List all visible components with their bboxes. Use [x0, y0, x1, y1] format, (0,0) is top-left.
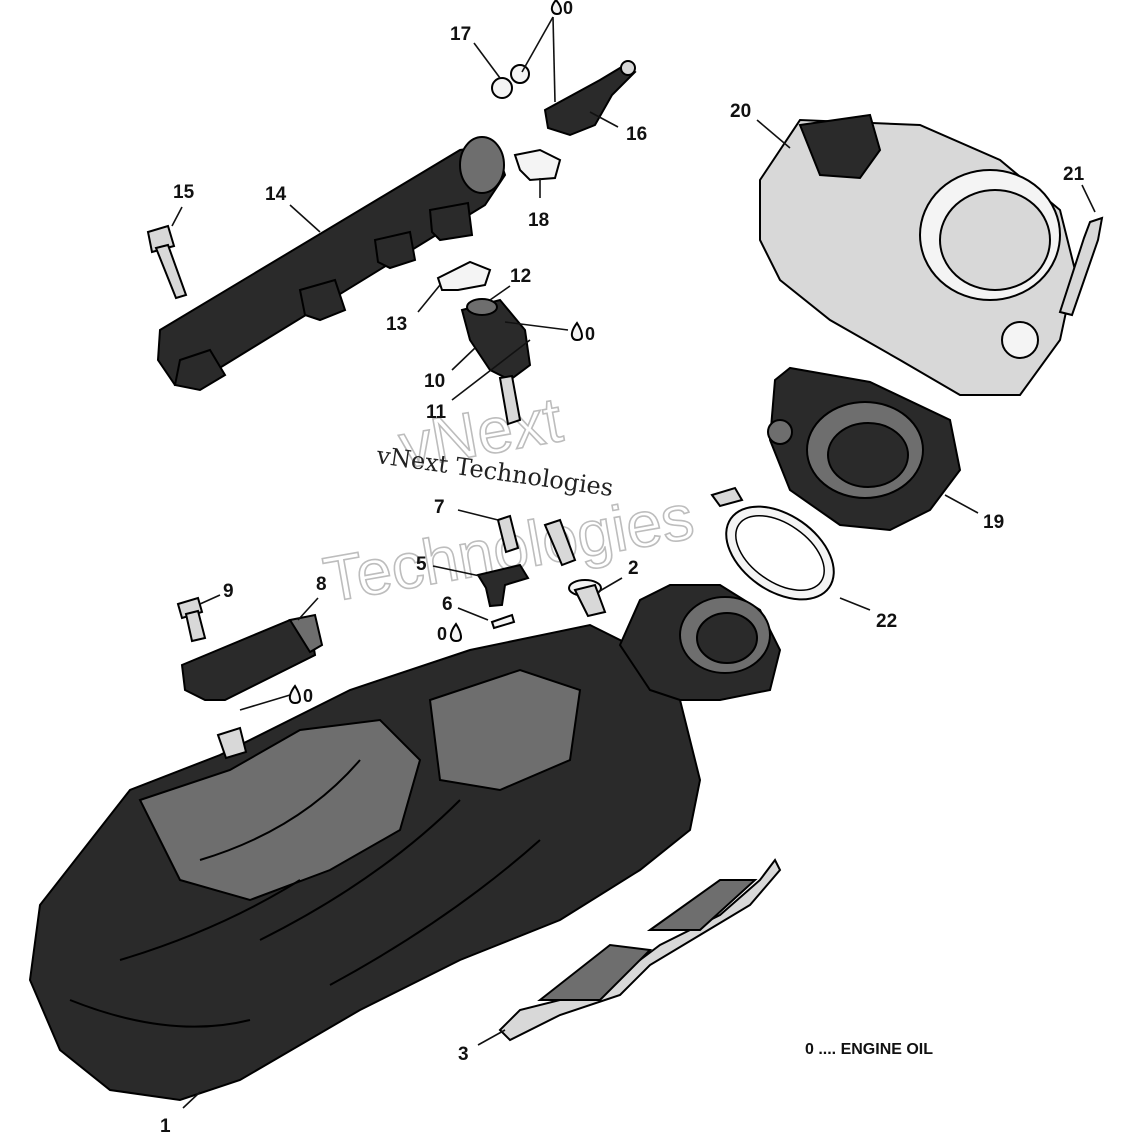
callout-1: 1 — [160, 1116, 171, 1137]
map-sensor — [180, 613, 324, 760]
leader-lines — [171, 16, 1096, 1109]
injector-clip — [436, 260, 492, 291]
callout-14: 14 — [265, 184, 287, 205]
oil-marker-top-label: 0 — [563, 0, 573, 18]
oil-marker-o-ring: 0 — [437, 622, 463, 644]
callout-17: 17 — [450, 24, 471, 45]
fitting-2 — [543, 518, 607, 618]
hose-clamp — [710, 486, 835, 601]
oil-marker-sensor: 0 — [288, 684, 313, 706]
fuel-injector — [460, 298, 532, 426]
callout-21: 21 — [1063, 164, 1085, 185]
callout-6: 6 — [442, 594, 453, 615]
throttle-adapter — [767, 366, 962, 532]
callout-7: 7 — [434, 497, 445, 518]
callout-12: 12 — [510, 266, 531, 287]
callout-10: 10 — [424, 371, 445, 392]
bolt-21 — [1058, 216, 1104, 317]
legend-engine-oil: 0 .... ENGINE OIL — [805, 1041, 933, 1058]
callout-15: 15 — [173, 182, 195, 203]
sensor-5 — [476, 563, 530, 608]
callout-19: 19 — [983, 512, 1004, 533]
callout-5: 5 — [416, 554, 427, 575]
o-rings — [491, 64, 530, 99]
intake-manifold — [28, 584, 782, 1102]
fuel-connector — [543, 60, 637, 137]
callout-18: 18 — [528, 210, 549, 231]
oil-markers: 0 0 0 0 — [288, 0, 595, 706]
oil-marker-injector-label: 0 — [585, 324, 595, 344]
callout-13: 13 — [386, 314, 407, 335]
gasket-strip — [498, 858, 782, 1042]
callout-22: 22 — [876, 611, 897, 632]
callout-labels: 1 2 3 5 6 7 8 9 10 11 12 13 14 15 16 17 … — [160, 24, 1085, 1137]
o-ring-6 — [490, 613, 516, 630]
callout-3: 3 — [458, 1044, 469, 1065]
callout-16: 16 — [626, 124, 647, 145]
fuel-rail — [156, 136, 507, 392]
oil-marker-o-ring-label: 0 — [437, 624, 447, 644]
callout-8: 8 — [316, 574, 327, 595]
oil-marker-sensor-label: 0 — [303, 686, 313, 706]
callout-20: 20 — [730, 101, 751, 122]
pin-7 — [496, 514, 520, 554]
bolt-9 — [176, 596, 207, 643]
bolt-15 — [146, 224, 188, 300]
callout-11: 11 — [426, 402, 447, 423]
throttle-body — [759, 113, 1077, 396]
callout-9: 9 — [223, 581, 234, 602]
callout-2: 2 — [628, 558, 639, 579]
retaining-clip — [513, 148, 562, 182]
oil-marker-injector: 0 — [570, 321, 595, 344]
oil-marker-top: 0 — [550, 0, 573, 18]
